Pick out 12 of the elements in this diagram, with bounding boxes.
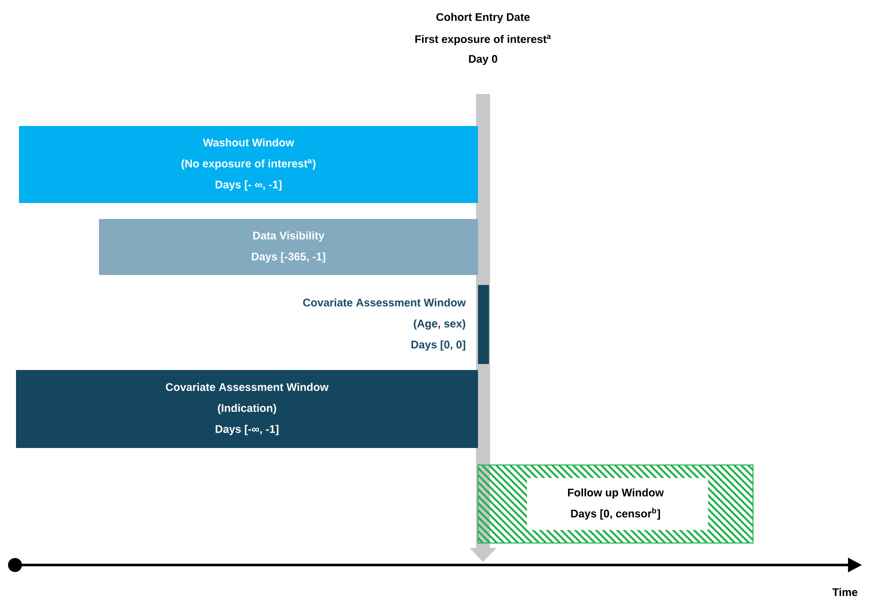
node-label: (Age, sex) — [414, 319, 466, 330]
axis-label: Time — [832, 588, 858, 596]
node-label: Days [0, 0] — [412, 340, 466, 351]
window-bar: Covariate Assessment Window (Age, sex) Days [0, 0] — [303, 285, 489, 364]
node-label: Covariate Assessment Window — [303, 298, 466, 306]
window-bar: Covariate Assessment Window (Indication) Days [-∞, -1] — [16, 370, 478, 448]
window-bar: Washout Window (No exposure of interest$^{a}$) Days [- ∞, -1] — [19, 126, 478, 203]
window-bar: Data Visibility Days [-365, -1] — [99, 219, 478, 275]
heading-text: Day 0 — [469, 55, 498, 65]
heading-text: First exposure of interest$^{a}$ — [415, 34, 551, 46]
hatched-window-bar: Follow up Window Days [0, censor$^{b}$] — [478, 464, 754, 544]
heading-text: Cohort Entry Date — [436, 12, 530, 24]
